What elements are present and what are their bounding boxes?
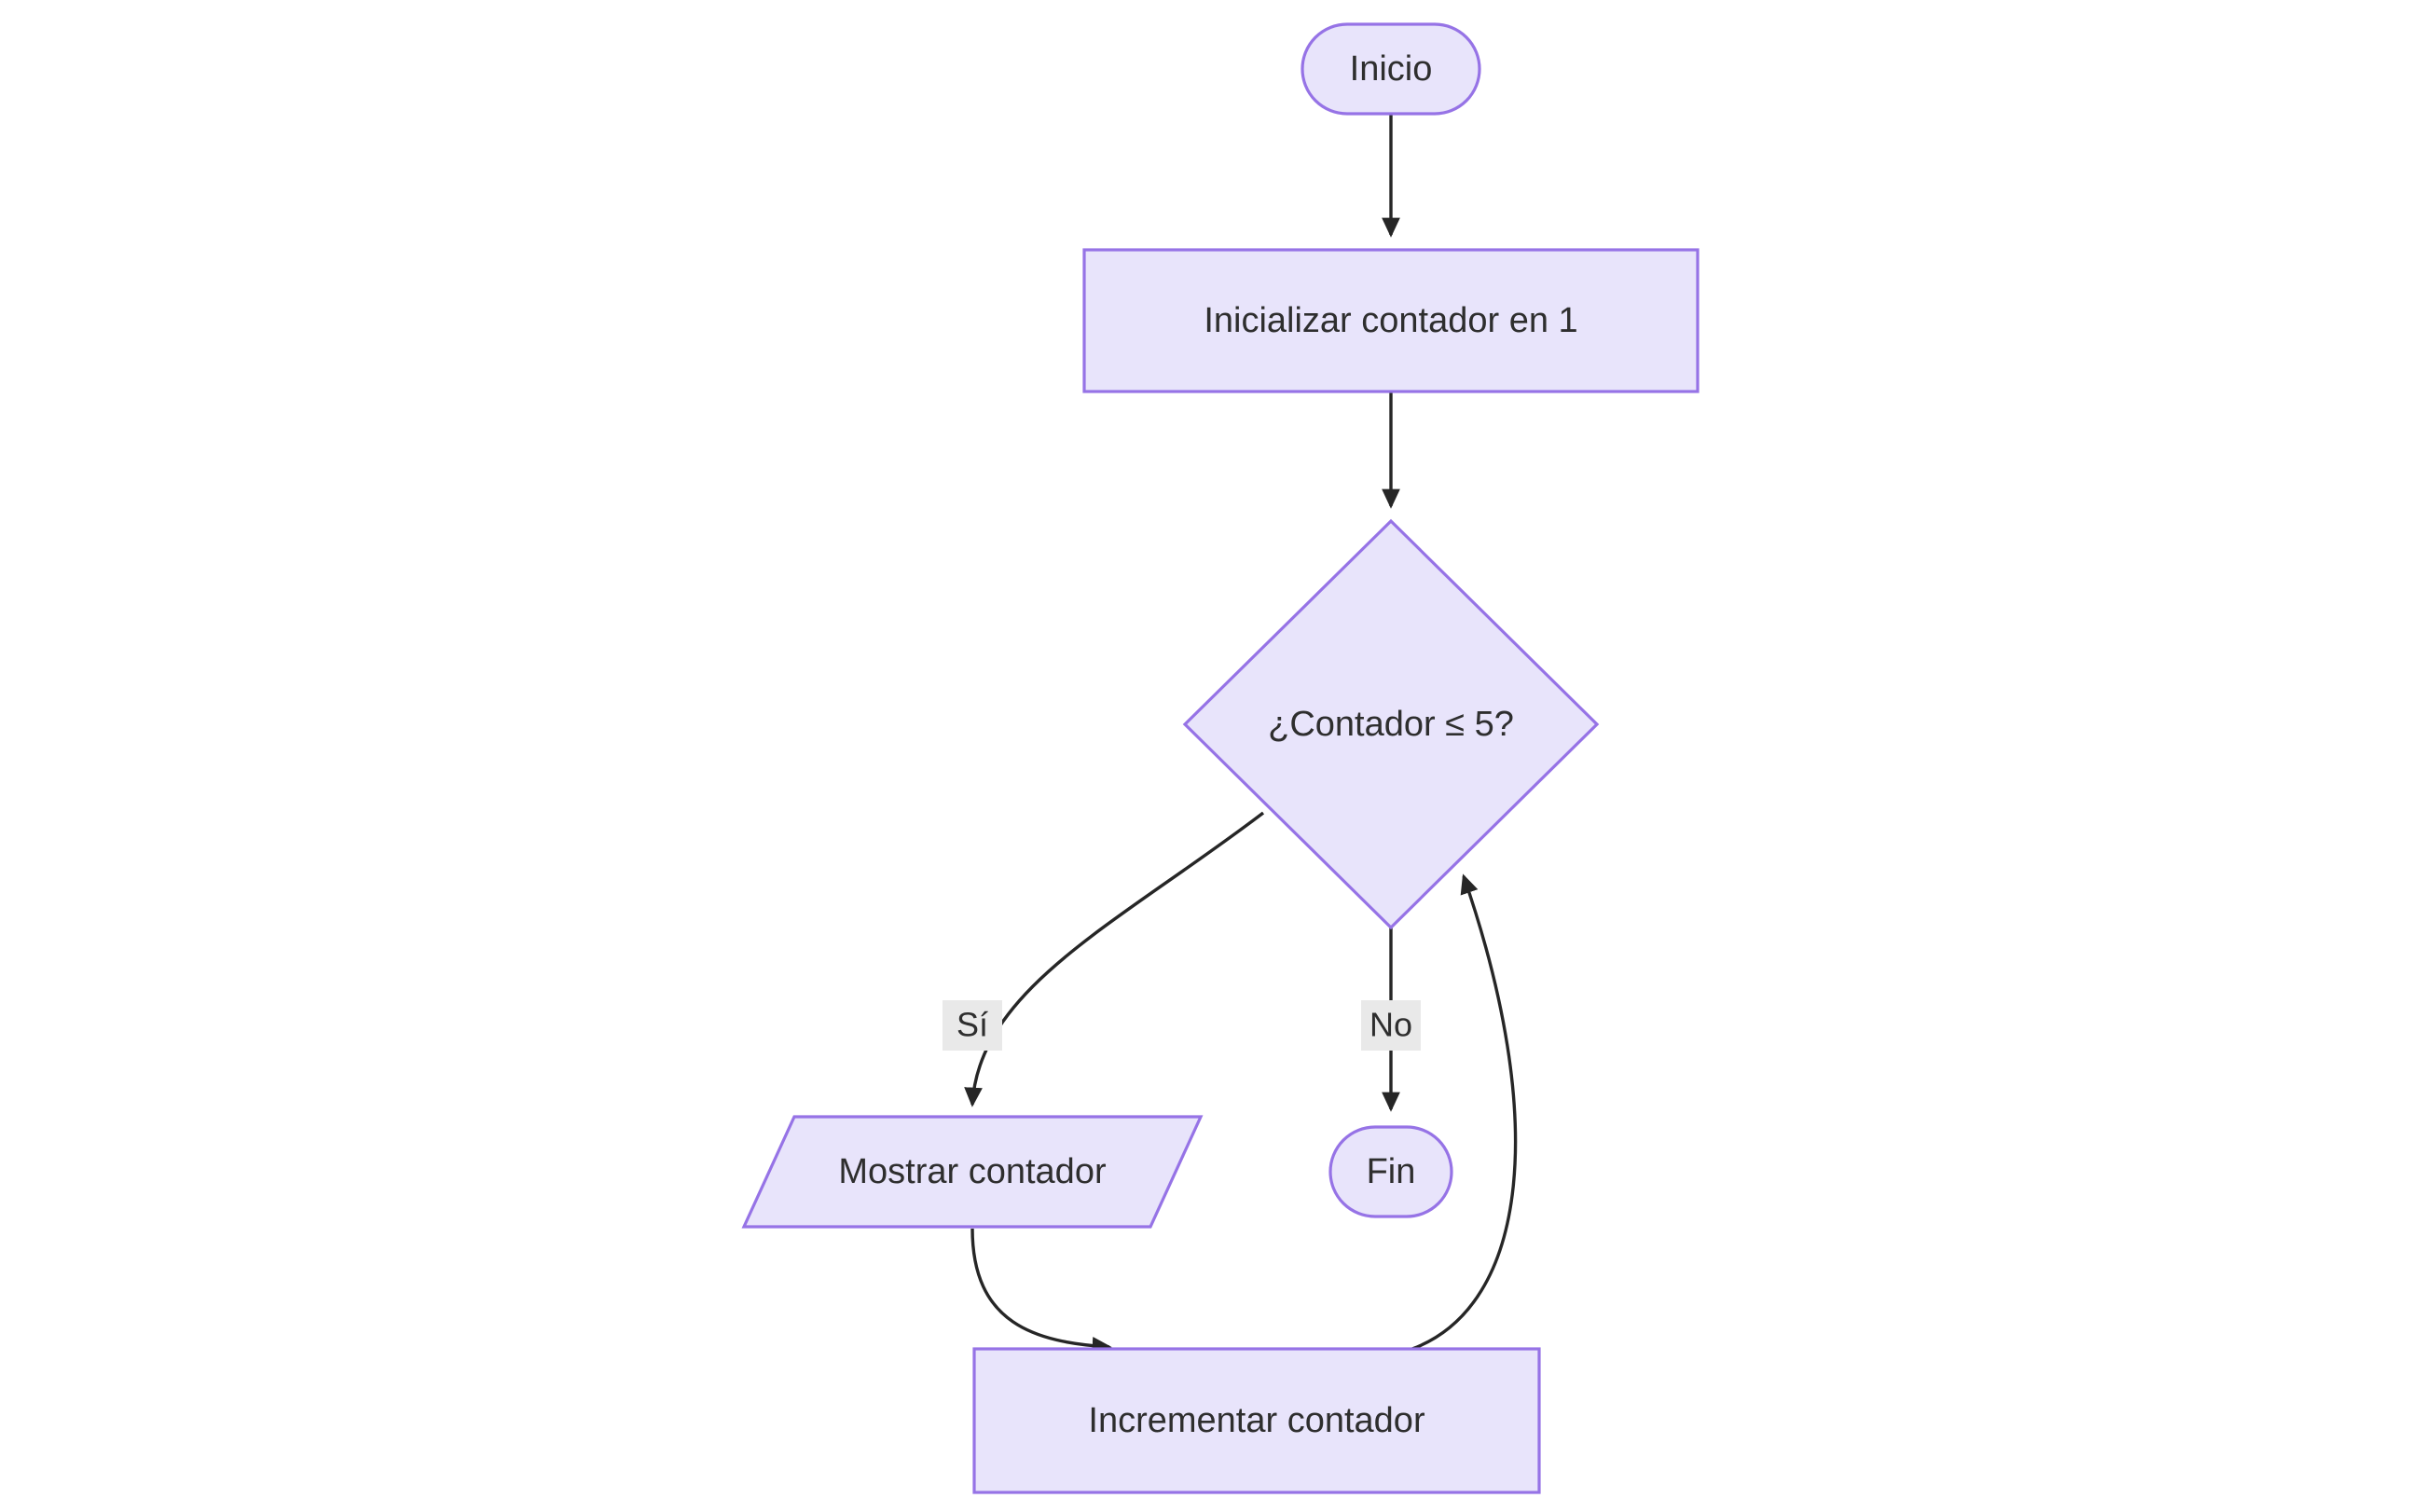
edge-label-background [1361,1000,1421,1051]
edge-label-condicion-to-mostrar: Sí [943,1000,1002,1051]
node-inicializar[interactable]: Inicializar contador en 1 [1082,248,1700,393]
edge-mostrar-to-incrementar [970,1228,1112,1355]
edge-label-condicion-to-fin: No [1361,1000,1421,1051]
node-incrementar[interactable]: Incrementar contador [972,1347,1541,1494]
node-shape-rect [972,1347,1541,1494]
edge-label-background [943,1000,1002,1051]
node-fin[interactable]: Fin [1328,1125,1453,1218]
edge-condicion-to-mostrar [964,811,1265,1107]
node-mostrar[interactable]: Mostrar contador [741,1115,1204,1229]
node-shape-parallelogram [741,1115,1204,1229]
node-shape-stadium [1328,1125,1453,1218]
node-shape-stadium [1301,22,1481,116]
edge-incrementar-to-condicion [1411,873,1518,1351]
node-shape-rect [1082,248,1700,393]
node-condicion[interactable]: ¿Contador ≤ 5? [1182,518,1600,930]
edges-layer [964,114,1518,1355]
node-shape-diamond [1182,518,1600,930]
node-inicio[interactable]: Inicio [1301,22,1481,116]
